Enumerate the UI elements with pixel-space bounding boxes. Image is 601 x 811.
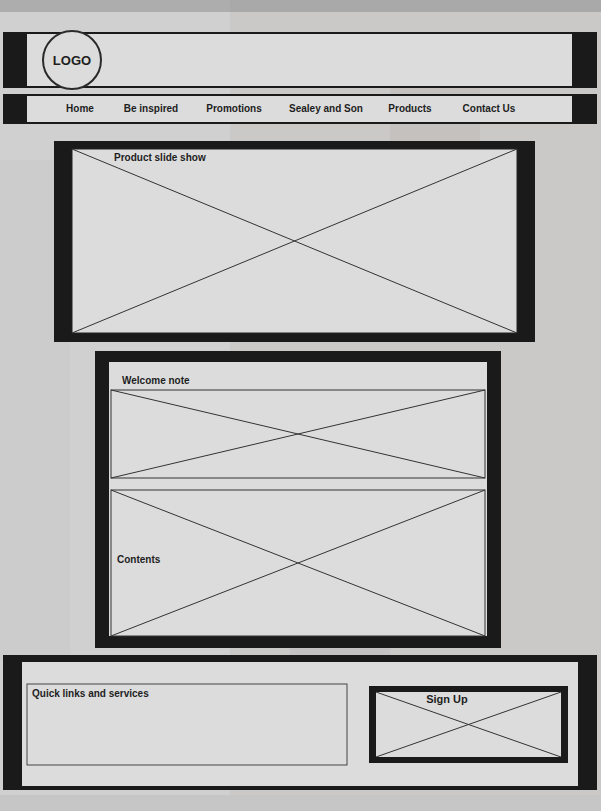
quick-links-box: Quick links and services [27, 684, 347, 765]
signup-box: Sign Up [376, 692, 561, 757]
placeholder-cross [111, 490, 485, 636]
contents-box: Contents [111, 490, 485, 636]
signup-area [376, 692, 561, 757]
slideshow-box: Product slide show [72, 149, 517, 333]
section-label: Quick links and services [32, 688, 149, 700]
header-inner [27, 34, 572, 86]
content-inner [109, 362, 487, 636]
nav-link: Be inspired [124, 103, 178, 115]
section-label: Contents [115, 554, 162, 566]
bottom-strip [0, 795, 601, 811]
slideshow-area [72, 149, 517, 333]
nav-link: Contact Us [463, 103, 516, 115]
nav-link: Promotions [206, 103, 262, 115]
placeholder-cross [72, 149, 517, 333]
logo-text: LOGO [53, 53, 91, 68]
footer-inner [22, 662, 578, 786]
nav-link: Home [66, 103, 94, 115]
section-label: Welcome note [122, 375, 190, 387]
nav-inner [27, 96, 572, 122]
signup-frame [369, 686, 568, 763]
slideshow-frame [54, 141, 535, 342]
footer-band [3, 655, 597, 790]
welcome-box: Welcome note [111, 390, 485, 478]
placeholder-cross [376, 692, 561, 757]
section-label: Product slide show [112, 152, 208, 164]
quick-links-area [27, 684, 347, 765]
content-frame [95, 351, 501, 648]
top-strip [0, 0, 601, 12]
placeholder-cross [111, 490, 485, 636]
placeholder-cross [72, 149, 517, 333]
logo-circle: LOGO [42, 30, 102, 90]
section-label: Sign Up [424, 693, 470, 706]
welcome-area [111, 390, 485, 478]
nav-band [3, 94, 597, 124]
nav-link: Sealey and Son [289, 103, 363, 115]
placeholder-cross [111, 390, 485, 478]
placeholder-cross [376, 692, 561, 757]
nav-bar: Home Be inspired Promotions Sealey and Son P… [27, 96, 572, 122]
nav-link: Products [388, 103, 431, 115]
placeholder-cross [111, 390, 485, 478]
contents-area [111, 490, 485, 636]
